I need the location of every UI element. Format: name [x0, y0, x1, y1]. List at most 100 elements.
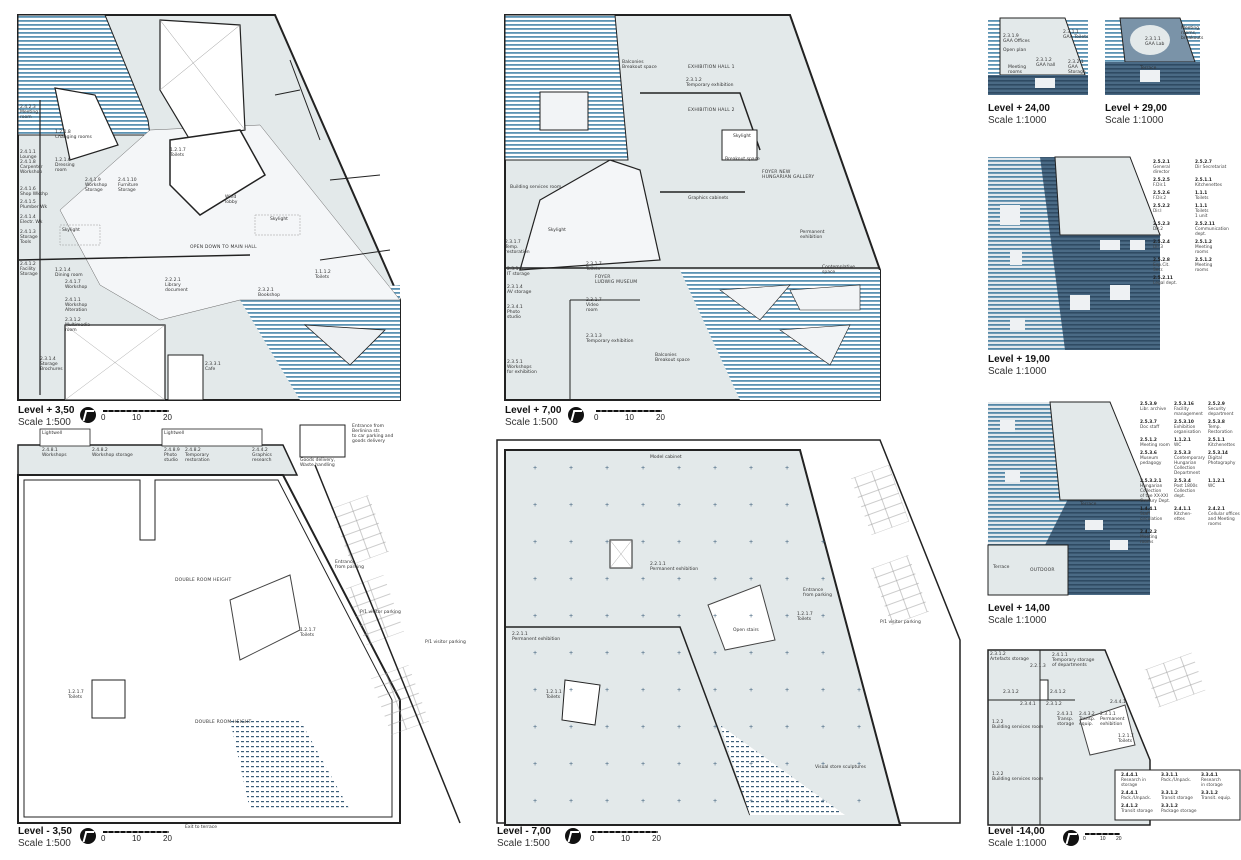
column-marker: + [533, 798, 537, 805]
column-marker: + [533, 761, 537, 768]
column-marker: + [713, 687, 717, 694]
legend-code: 2.4.2.2 [1140, 530, 1157, 535]
column-marker: + [605, 502, 609, 509]
legend-name: F.Dir.2 [1153, 196, 1167, 201]
room-label: Meeting rooms, breakouts [1181, 26, 1204, 41]
legend-name: Exp.Cit. Secr. [1153, 263, 1170, 273]
column-grid: ++++++++++++++++++++++++++++++++++++++++… [533, 465, 861, 805]
legend-code: 1.1.1 [1195, 204, 1208, 209]
north-arrow-icon [80, 407, 96, 423]
legend-code: 2.5.3.3 [1174, 451, 1191, 456]
column-marker: + [749, 502, 753, 509]
room-label: 2.4.1.9 Workshop Storage [85, 178, 108, 193]
legend-name: Transit. equip. [1201, 796, 1232, 801]
legend-code: 2.5.1.2 [1195, 258, 1212, 263]
legend-code: 2.5.2.1 [1153, 160, 1170, 165]
column-marker: + [821, 724, 825, 731]
column-marker: + [749, 576, 753, 583]
room-label: P/1 visitor parking [425, 640, 466, 645]
column-marker: + [605, 687, 609, 694]
column-marker: + [677, 687, 681, 694]
legend-code: 3.3.1.1 [1161, 773, 1178, 778]
legend-code: 1.1.2.1 [1174, 438, 1191, 443]
column-marker: + [857, 724, 861, 731]
level-scale: Scale 1:500 [497, 838, 550, 849]
room-label: OUTDOOR [1030, 568, 1055, 573]
room-label: 2.4.2.3 Meeting room [20, 105, 39, 120]
room-label: Terrace [1080, 502, 1097, 507]
room-label: 2.3.1.2 Artefacts storage [990, 652, 1029, 662]
column-marker: + [785, 502, 789, 509]
room-label: 2.3.1.2 Multimedia room [65, 318, 91, 333]
scale-tick: 0 [101, 834, 106, 843]
room-label: Entrance from parking [803, 588, 832, 598]
room-label: 1.2.2 Building services room [992, 772, 1044, 782]
legend-code: 3.3.1.2 [1201, 791, 1218, 796]
room-label: EXHIBITION HALL 1 [688, 65, 735, 70]
room-label: 2.3.1.3 Temporary exhibition [586, 334, 634, 344]
scale-tick: 10 [132, 413, 141, 422]
scale-tick: 20 [652, 834, 661, 843]
legend-name: Temp. Restoration [1208, 425, 1233, 435]
room-label: Skylight [270, 217, 288, 222]
scale-tick: 10 [1100, 836, 1106, 842]
room-label: 1.2.1.8 Changing rooms [55, 130, 92, 140]
scale-tick: 20 [656, 413, 665, 422]
room-label: Model cabinet [650, 455, 682, 460]
legend-name: Research in storage [1201, 778, 1223, 788]
column-marker: + [857, 798, 861, 805]
legend-code: 2.5.2.2 [1153, 204, 1170, 209]
legend-name: Dir.I [1153, 209, 1162, 214]
room-label: 2.4.4.1 [1110, 700, 1126, 705]
column-marker: + [605, 650, 609, 657]
room-label: 2.3.5.1 Workshops for exhibition [507, 360, 537, 375]
north-arrow-icon [80, 828, 96, 844]
room-label: 1.2.1.7 Toilets [797, 612, 813, 622]
legend-name: Pack./Unpack. [1161, 778, 1192, 783]
room-label: 2.4.3.2 Transp. equip. [1079, 712, 1096, 727]
column-marker: + [821, 576, 825, 583]
column-marker: + [785, 613, 789, 620]
column-marker: + [677, 650, 681, 657]
column-marker: + [569, 687, 573, 694]
legend-code: 2.5.2.8 [1153, 258, 1170, 263]
level-scale: Scale 1:1000 [988, 838, 1047, 849]
room-label: 2.3.2.1 Bookshop [258, 288, 281, 298]
column-marker: + [785, 576, 789, 583]
room-label: 2.4.8.1 Workshops [42, 448, 67, 458]
room-label: Skylight [733, 134, 751, 139]
legend-code: 2.5.2.3 [1153, 222, 1170, 227]
level-scale: Scale 1:500 [505, 417, 558, 428]
room-label: 2.4.1.10 Furniture Storage [118, 178, 139, 193]
column-marker: + [533, 465, 537, 472]
legend-code: 2.4.1.2 [1121, 804, 1138, 809]
scale-tick: 0 [594, 413, 599, 422]
room-label: 1.2.1.6 Dressing room [55, 158, 75, 173]
column-marker: + [641, 687, 645, 694]
room-label: 2.4.1.5 Plumber Wk [20, 200, 48, 210]
room-label: Wind lobby [225, 195, 238, 205]
column-marker: + [533, 687, 537, 694]
column-marker: + [713, 539, 717, 546]
room-label: 2.3.1.2 Temporary exhibition [686, 78, 734, 88]
room-label: 2.4.1.3 Storage Tools [20, 230, 38, 245]
room-label: 1.2.1.7 Toilets [1118, 734, 1134, 744]
room-label: DOUBLE ROOM HEIGHT [195, 720, 252, 725]
